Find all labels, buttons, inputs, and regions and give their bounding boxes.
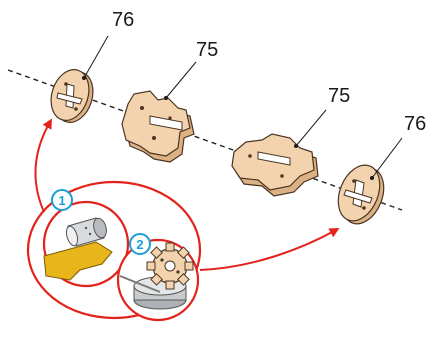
step-1-number: 1 bbox=[58, 193, 65, 208]
part-75-left-plate bbox=[121, 90, 195, 163]
part-76-right-disc bbox=[337, 164, 385, 225]
label-76-left: 76 bbox=[112, 9, 134, 31]
arrow-to-left-disc bbox=[34, 118, 52, 213]
leader-line-76-right bbox=[371, 137, 403, 179]
step-circle-outer bbox=[26, 180, 202, 320]
step-1-badge: 1 bbox=[51, 189, 73, 211]
part-75-right-plate bbox=[231, 133, 319, 197]
sandpaper-and-wax-icon bbox=[43, 217, 113, 281]
leader-line-75-right bbox=[295, 109, 327, 147]
label-76-right: 76 bbox=[404, 113, 426, 135]
gear-in-wax-tin-icon bbox=[119, 242, 194, 310]
arrow-to-right-disc bbox=[199, 228, 340, 271]
step-2-badge: 2 bbox=[129, 233, 151, 255]
label-75-right: 75 bbox=[328, 85, 350, 107]
leader-line-76-left bbox=[83, 35, 109, 79]
part-76-left-disc bbox=[50, 69, 94, 123]
label-75-left: 75 bbox=[196, 39, 218, 61]
step-2-number: 2 bbox=[136, 237, 143, 252]
leader-line-75-left bbox=[165, 61, 197, 99]
assembly-axis-line bbox=[7, 69, 403, 211]
